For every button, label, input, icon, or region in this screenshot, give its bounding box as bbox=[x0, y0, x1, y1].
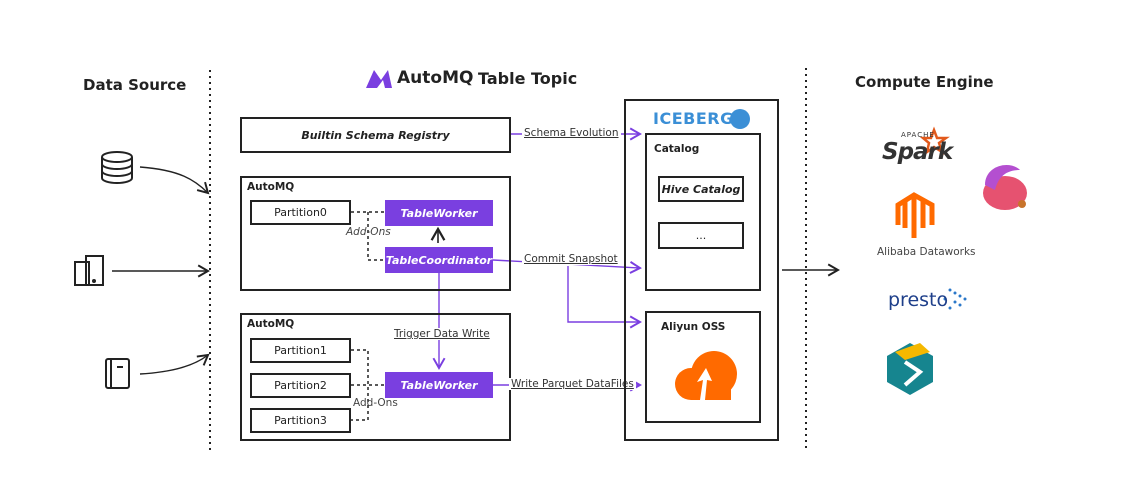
commit-oss-edge bbox=[567, 266, 642, 329]
dataworks-label: Alibaba Dataworks bbox=[877, 246, 976, 258]
addons-link-2 bbox=[351, 349, 385, 421]
oss-cloud-icon bbox=[675, 351, 737, 400]
automq-logo-icon bbox=[366, 70, 392, 88]
presto-dots-icon bbox=[943, 288, 967, 310]
iceberg-logo-icon bbox=[730, 109, 750, 129]
trigger-data-write-label: Trigger Data Write bbox=[392, 328, 492, 340]
hive-catalog-box: Hive Catalog bbox=[658, 176, 744, 202]
addons-label-1: Add-Ons bbox=[346, 226, 391, 238]
schema-registry-box: Builtin Schema Registry bbox=[240, 117, 511, 153]
catalog-label: Catalog bbox=[654, 143, 700, 155]
oss-label: Aliyun OSS bbox=[661, 321, 726, 333]
partition-3: Partition3 bbox=[250, 408, 351, 433]
data-source-title: Data Source bbox=[83, 76, 187, 94]
iceberg-logo-text: ICEBERG bbox=[653, 109, 734, 128]
topic-title: Table Topic bbox=[478, 69, 578, 88]
automq-label: AutoMQ bbox=[247, 181, 295, 193]
addons-label-2: Add-Ons bbox=[353, 397, 398, 409]
commit-snapshot-label: Commit Snapshot bbox=[522, 253, 620, 265]
flink-squirrel-icon bbox=[983, 165, 1027, 210]
automq-label: AutoMQ bbox=[247, 318, 295, 330]
iceberg-box bbox=[624, 99, 779, 441]
brand-name: AutoMQ bbox=[397, 68, 474, 88]
spark-apache-text: APACHE bbox=[901, 131, 935, 139]
table-coordinator: TableCoordinator bbox=[385, 247, 493, 273]
compute-engine-title: Compute Engine bbox=[855, 73, 994, 91]
database-icon bbox=[101, 151, 133, 184]
catalog-box: Catalog bbox=[645, 133, 761, 291]
oss-box: Aliyun OSS bbox=[645, 311, 761, 423]
tablet-icon bbox=[74, 255, 104, 286]
addons-link-1 bbox=[351, 211, 385, 261]
automq-box-2: AutoMQ bbox=[240, 313, 511, 441]
spark-star-icon bbox=[919, 126, 950, 155]
dataworks-icon bbox=[895, 192, 935, 238]
partition-1: Partition1 bbox=[250, 338, 351, 363]
write-parquet-label: Write Parquet DataFiles bbox=[509, 378, 636, 390]
table-worker-2: TableWorker bbox=[385, 372, 493, 398]
presto-logo-text: presto bbox=[888, 289, 949, 311]
partition-2: Partition2 bbox=[250, 373, 351, 398]
book-icon bbox=[105, 358, 130, 389]
starrocks-icon bbox=[887, 343, 933, 395]
partition-0: Partition0 bbox=[250, 200, 351, 225]
schema-evolution-label: Schema Evolution bbox=[522, 127, 621, 139]
spark-logo-text: Spark bbox=[882, 139, 953, 165]
table-worker-1: TableWorker bbox=[385, 200, 493, 226]
more-catalog-box: ... bbox=[658, 222, 744, 249]
source-arrow-1 bbox=[139, 166, 210, 195]
automq-box-1: AutoMQ bbox=[240, 176, 511, 291]
source-arrow-3 bbox=[139, 353, 210, 375]
